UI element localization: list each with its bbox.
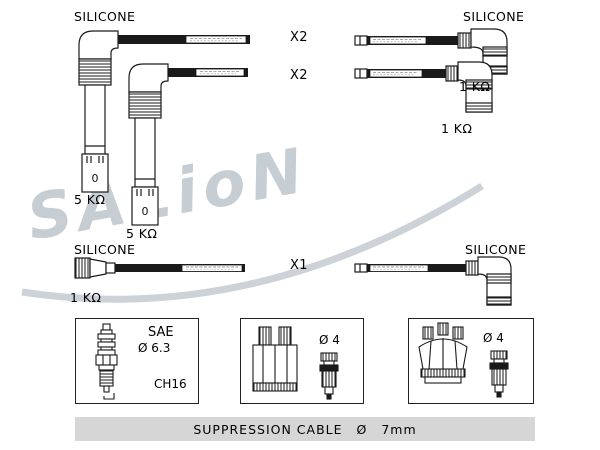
resistance-row1-right: 1 KΩ [459,79,491,94]
spec-box-distributor-cap: Ø 4 [408,318,534,404]
connector-diameter: Ø 4 [319,333,340,347]
spark-plug-standard: SAE [148,325,174,340]
distributor-cap-icon [418,322,509,398]
cable-assembly-left-3 [74,257,245,279]
terminal-mark-row2: 0 [142,205,149,218]
cap-connector-diameter: Ø 4 [483,331,504,345]
quantity-row3: X1 [290,258,308,273]
material-label-row1-right: SILICONE [463,9,525,24]
material-label-row3-right: SILICONE [465,242,527,257]
terminal-mark-row1: 0 [92,172,99,185]
plug-connector-icon [489,350,509,398]
footer-spec-bar: SUPPRESSION CABLE Ø 7mm [75,417,535,441]
footer-size: 7mm [381,421,417,437]
resistance-row2-right: 1 KΩ [441,121,473,136]
footer-label: SUPPRESSION CABLE [193,421,343,437]
cable-assembly-right-1 [354,28,508,75]
cable-assembly-left-1 [78,30,250,193]
resistance-row2-left: 5 KΩ [126,226,158,241]
plug-connector-icon [319,352,339,400]
quantity-row1: X2 [290,30,308,45]
cable-assembly-right-2 [354,61,493,113]
spark-plug-icon [95,323,118,400]
spec-box-spark-plug: SAE Ø 6.3 CH16 [75,318,199,404]
coil-connector-icon [252,326,339,400]
resistance-row3-left: 1 KΩ [70,290,102,305]
spec-box-distributor-connector: Ø 4 [240,318,364,404]
cable-assembly-right-3 [354,256,512,306]
quantity-row2: X2 [290,68,308,83]
material-label-row3-left: SILICONE [74,242,136,257]
spark-plug-code: CH16 [154,377,187,391]
resistance-row1-left: 5 KΩ [74,192,106,207]
spark-plug-diameter: Ø 6.3 [138,341,171,355]
cable-assembly-left-2 [128,63,248,226]
footer-diameter-symbol: Ø [356,421,368,437]
material-label-row1-left: SILICONE [74,9,136,24]
